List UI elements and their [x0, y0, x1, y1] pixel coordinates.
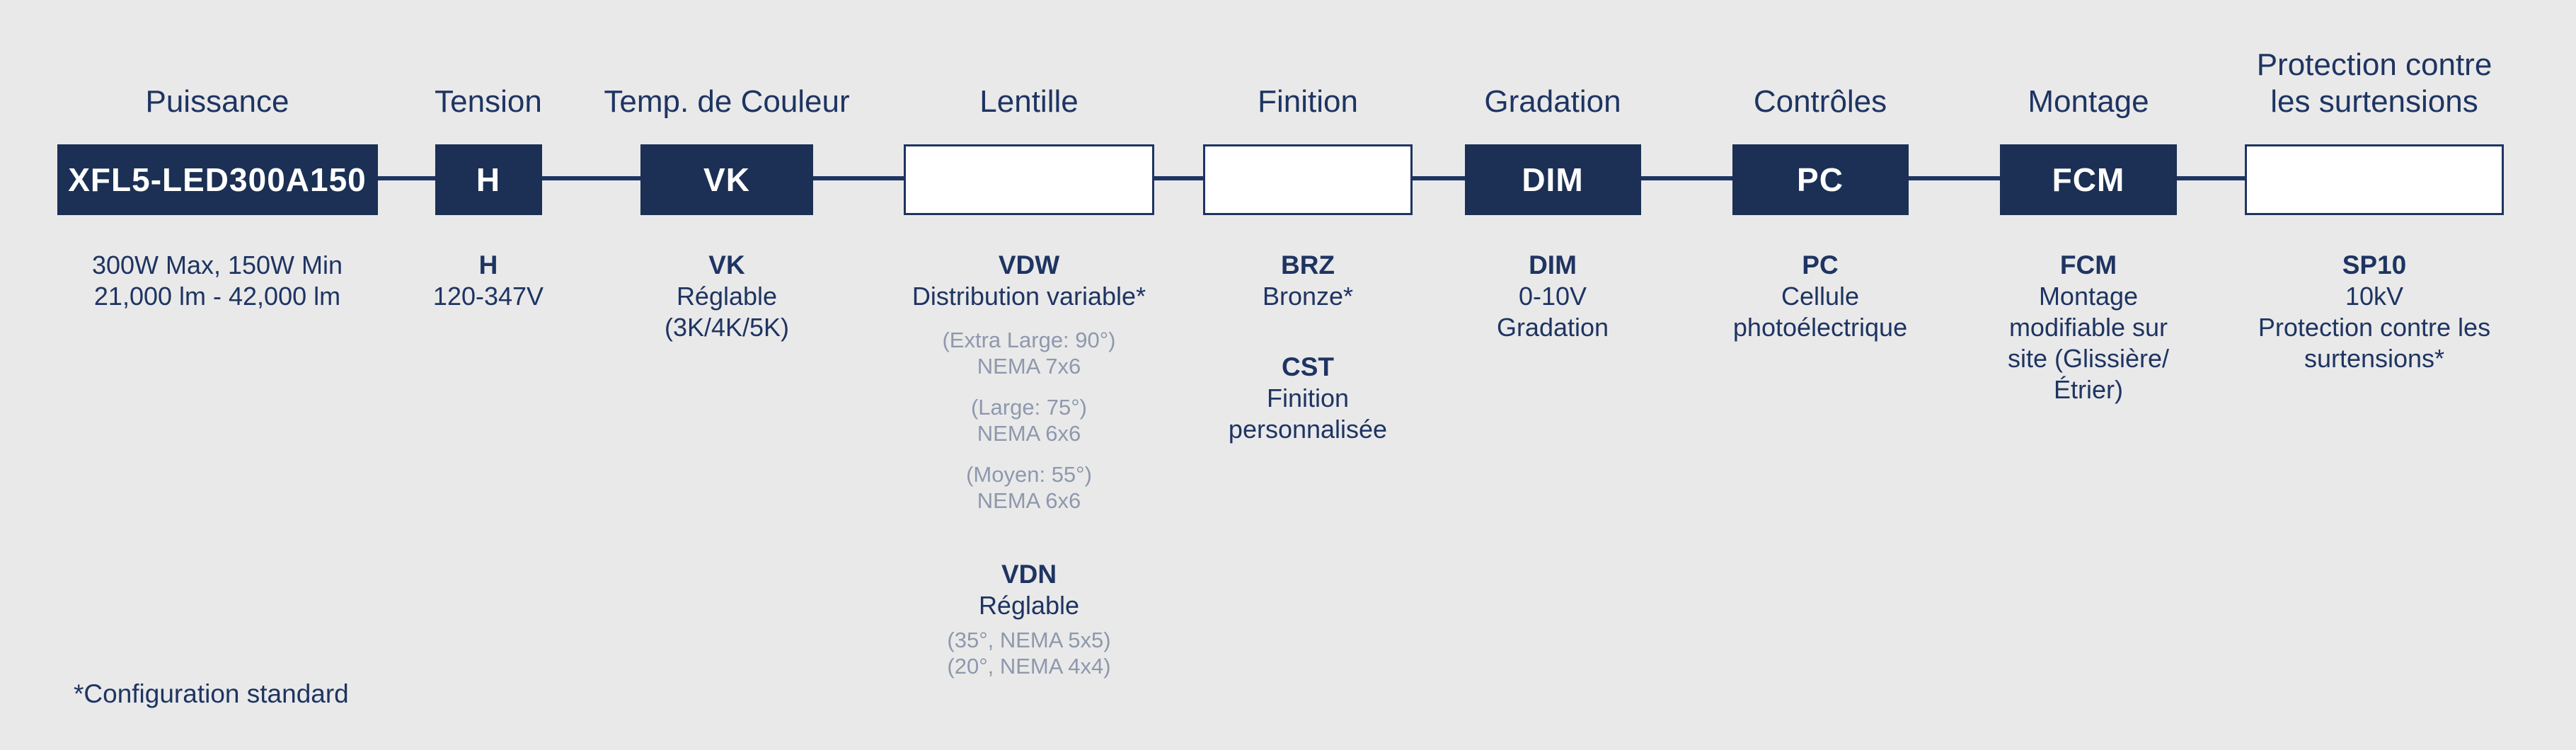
option-desc: Finition [1266, 383, 1350, 412]
detail-line: Étrier) [2053, 375, 2123, 404]
code-box-gradation: DIM [1464, 144, 1641, 215]
code-box-controles: PC [1732, 144, 1909, 215]
code-label: PC [1797, 161, 1844, 198]
details-finition: BRZ Bronze* CST Finition personnalisée [1229, 250, 1387, 445]
details-puissance: 300W Max, 150W Min 21,000 lm - 42,000 lm [92, 250, 343, 312]
note-group: (Large: 75°) NEMA 6x6 [912, 394, 1146, 446]
detail-line: photoélectrique [1732, 313, 1908, 342]
option-note: NEMA 7x6 [977, 354, 1081, 379]
option-vdw: VDW Distribution variable* (Extra Large:… [912, 250, 1146, 514]
details-gradation: DIM 0-10V Gradation [1497, 250, 1609, 343]
details-temp-couleur: VK Réglable (3K/4K/5K) [665, 250, 789, 343]
column-controles: Contrôles PC PC Cellule photoélectrique [1710, 47, 1930, 343]
column-finition: Finition BRZ Bronze* CST Finition person… [1195, 47, 1421, 445]
option-note: (35°, NEMA 5x5) [947, 628, 1111, 652]
column-tension: Tension H H 120-347V [403, 47, 573, 312]
option-note: NEMA 6x6 [977, 421, 1081, 446]
detail-line: Protection contre les [2258, 313, 2491, 342]
column-header-gradation: Gradation [1484, 84, 1621, 119]
note-group: (Extra Large: 90°) NEMA 7x6 [912, 327, 1146, 379]
option-code: VDN [1001, 560, 1057, 589]
details-lentille: VDW Distribution variable* (Extra Large:… [912, 250, 1146, 679]
option-code: BRZ [1280, 250, 1335, 279]
code-box-temp-couleur: VK [640, 144, 813, 215]
detail-line: 120-347V [432, 282, 544, 311]
column-header-puissance: Puissance [145, 84, 289, 119]
column-temp-couleur: Temp. de Couleur VK VK Réglable (3K/4K/5… [604, 47, 849, 343]
details-montage: FCM Montage modifiable sur site (Glissiè… [2008, 250, 2169, 405]
option-code: SP10 [2342, 250, 2407, 279]
option-note: (20°, NEMA 4x4) [947, 654, 1111, 679]
detail-line: 10kV [2345, 282, 2404, 311]
code-box-puissance: XFL5-LED300A150 [57, 144, 378, 215]
footnote-configuration-standard: *Configuration standard [74, 679, 349, 708]
option-note: (Extra Large: 90°) [942, 328, 1116, 352]
option-note: (Large: 75°) [970, 395, 1088, 420]
details-controles: PC Cellule photoélectrique [1733, 250, 1907, 343]
code-label: FCM [2052, 161, 2125, 198]
option-desc: personnalisée [1228, 415, 1388, 444]
detail-line: Réglable [676, 282, 778, 311]
option-brz: BRZ Bronze* [1229, 250, 1387, 312]
option-vdn: VDN Réglable (35°, NEMA 5x5) (20°, NEMA … [912, 559, 1146, 679]
detail-line: surtensions* [2304, 344, 2445, 373]
details-tension: H 120-347V [433, 250, 544, 312]
option-note: NEMA 6x6 [977, 488, 1081, 513]
column-puissance: Puissance XFL5-LED300A150 300W Max, 150W… [51, 47, 384, 312]
detail-line: (3K/4K/5K) [664, 313, 790, 342]
detail-line: modifiable sur [2008, 313, 2168, 342]
code-box-tension: H [435, 144, 542, 215]
details-surtensions: SP10 10kV Protection contre les surtensi… [2258, 250, 2490, 374]
detail-line: Montage [2038, 282, 2139, 311]
option-code: VDW [998, 250, 1060, 279]
option-code: VK [708, 250, 745, 279]
column-header-temp-couleur: Temp. de Couleur [604, 84, 850, 119]
option-code: H [478, 250, 498, 279]
column-header-finition: Finition [1258, 84, 1358, 119]
column-header-tension: Tension [435, 84, 542, 119]
code-label: H [476, 161, 501, 198]
column-surtensions: Protection contre les surtensions SP10 1… [2229, 47, 2519, 374]
column-header-lentille: Lentille [979, 84, 1079, 119]
code-label: VK [703, 161, 750, 198]
detail-line: Cellule [1781, 282, 1860, 311]
option-code: FCM [2059, 250, 2117, 279]
header-line: les surtensions [2270, 84, 2478, 119]
code-label: XFL5-LED300A150 [68, 161, 367, 198]
detail-line: 0-10V [1518, 282, 1587, 311]
column-header-montage: Montage [2028, 84, 2149, 119]
note-group: (Moyen: 55°) NEMA 6x6 [912, 461, 1146, 514]
code-box-lentille-empty [904, 144, 1154, 215]
code-box-surtensions-empty [2245, 144, 2504, 215]
code-label: DIM [1522, 161, 1584, 198]
option-cst: CST Finition personnalisée [1229, 352, 1387, 445]
header-line: Protection contre [2256, 47, 2492, 82]
option-desc: Réglable [978, 591, 1080, 620]
option-code: CST [1282, 352, 1334, 381]
column-lentille: Lentille VDW Distribution variable* (Ext… [884, 47, 1174, 679]
detail-line: site (Glissière/ [2007, 344, 2170, 373]
column-gradation: Gradation DIM DIM 0-10V Gradation [1454, 47, 1652, 343]
column-header-surtensions: Protection contre les surtensions [2257, 47, 2492, 120]
option-note: (Moyen: 55°) [966, 462, 1092, 487]
column-header-controles: Contrôles [1753, 84, 1887, 119]
detail-line: 300W Max, 150W Min [91, 250, 343, 279]
code-box-montage: FCM [2000, 144, 2177, 215]
option-code: DIM [1529, 250, 1577, 279]
code-box-finition-empty [1203, 144, 1413, 215]
option-code: PC [1802, 250, 1839, 279]
detail-line: Gradation [1496, 313, 1609, 342]
detail-line: 21,000 lm - 42,000 lm [93, 282, 341, 311]
option-desc: Bronze* [1262, 282, 1354, 311]
note-group: (35°, NEMA 5x5) (20°, NEMA 4x4) [912, 627, 1146, 679]
option-desc: Distribution variable* [912, 282, 1146, 311]
column-montage: Montage FCM FCM Montage modifiable sur s… [1979, 47, 2198, 405]
